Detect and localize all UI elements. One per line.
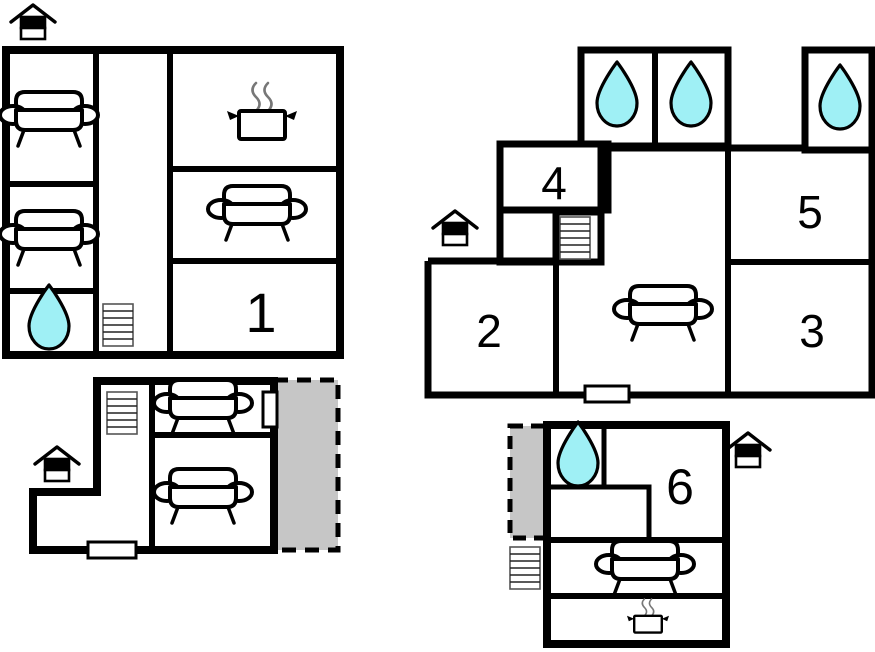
stairs-icon bbox=[106, 391, 138, 435]
entrance-house-icon bbox=[724, 431, 772, 469]
plan-body-fill bbox=[428, 50, 872, 395]
entrance-house-icon bbox=[431, 209, 479, 247]
stairs-icon bbox=[559, 216, 591, 260]
terrace-area bbox=[271, 377, 341, 553]
room-number-5: 5 bbox=[797, 186, 823, 238]
stairs-icon bbox=[102, 303, 134, 347]
door-icon bbox=[583, 384, 631, 404]
room-number-1: 1 bbox=[245, 281, 276, 344]
plan-top-right: 4 5 2 3 bbox=[424, 46, 875, 404]
entrance-house-icon bbox=[9, 3, 57, 41]
window-icon bbox=[86, 540, 138, 560]
room-number-2: 2 bbox=[476, 305, 502, 357]
room-number-6: 6 bbox=[666, 459, 694, 515]
plan-bottom-left bbox=[29, 377, 341, 560]
terrace-area bbox=[507, 423, 549, 541]
stairs-icon bbox=[509, 546, 541, 590]
room-block-4 bbox=[496, 140, 612, 214]
room-number-3: 3 bbox=[799, 305, 825, 357]
entrance-house-icon bbox=[33, 445, 81, 483]
room-number-4: 4 bbox=[541, 157, 567, 209]
outer-wall bbox=[424, 52, 875, 399]
door-icon bbox=[261, 390, 279, 429]
plan-bottom-right: 6 bbox=[507, 420, 772, 648]
plan-top-left: 1 bbox=[0, 3, 344, 359]
